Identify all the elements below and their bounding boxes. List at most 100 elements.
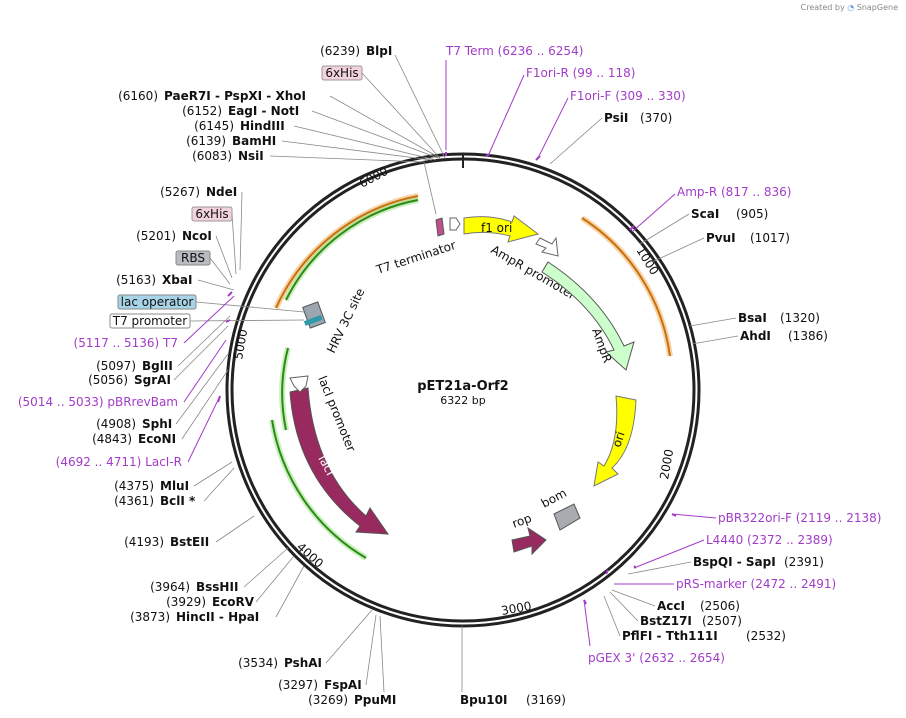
primer-f1ori-r: F1ori-R (99 .. 118): [526, 66, 635, 80]
site-bamhi-pos: (6139): [186, 134, 226, 148]
site-nsii-name: NsiI: [238, 149, 264, 163]
site-ecorv-name: EcoRV: [212, 595, 255, 609]
site-ahdi-pos: (1386): [788, 329, 828, 343]
laci-promoter-arrow: [289, 375, 309, 393]
site-sapi-pos: (2391): [784, 555, 824, 569]
site-bpu10i-pos: (3169): [526, 693, 566, 707]
site-ppumi-name: PpuMI: [354, 693, 396, 707]
snapgene-logo-icon: ◔: [847, 3, 855, 12]
bom-box: [553, 503, 581, 531]
laci-arrow: [289, 387, 389, 535]
primer-f1ori-f: F1ori-F (309 .. 330): [570, 89, 686, 103]
site-bcli-name: BclI *: [160, 494, 196, 508]
site-econi-name: EcoNI: [138, 432, 176, 446]
site-mlui-name: MluI: [160, 479, 189, 493]
site-psii-pos: (370): [640, 111, 672, 125]
rop-arrow: [511, 526, 547, 556]
site-xhoi-name: PaeR7I - PspXI - XhoI: [164, 89, 306, 103]
tick-2000: 2000: [657, 448, 676, 481]
site-bsshii-name: BssHII: [196, 580, 238, 594]
site-econi-pos: (4843): [92, 432, 132, 446]
tick-4000: 4000: [294, 540, 326, 571]
site-bpu10i-name: Bpu10I: [460, 693, 507, 707]
green-arc-bottom-core: [271, 419, 367, 559]
site-bsai-pos: (1320): [780, 311, 820, 325]
hrv-label: HRV 3C site: [324, 286, 367, 355]
site-bamhi-name: BamHI: [232, 134, 276, 148]
site-sapi-name: BspQI - SapI: [693, 555, 776, 569]
tag-rbs-text: RBS: [181, 251, 205, 265]
site-sgrai-name: SgrAI: [134, 373, 171, 387]
site-pvui-pos: (1017): [750, 231, 790, 245]
site-bsshii-pos: (3964): [150, 580, 190, 594]
site-fspai-name: FspAI: [324, 678, 362, 692]
f1-ori-arrow: [463, 215, 540, 243]
site-bstz17i-pos: (2507): [702, 614, 742, 628]
ampr-promoter-label: AmpR promoter: [489, 242, 579, 302]
orange-arc-right-core: [581, 217, 671, 357]
rop-label: rop: [510, 511, 533, 531]
site-ncoi-pos: (5201): [136, 229, 176, 243]
site-hpai-pos: (3873): [130, 610, 170, 624]
green-arc-left-core: [285, 199, 419, 301]
laci-promoter-label: lacI promoter: [315, 374, 358, 454]
site-bsteii-pos: (4193): [124, 535, 164, 549]
site-scai-pos: (905): [736, 207, 768, 221]
site-ahdi-name: AhdI: [740, 329, 771, 343]
site-scai-name: ScaI: [691, 207, 719, 221]
green-arc-short-core: [281, 347, 289, 431]
primer-t7: (5117 .. 5136) T7: [74, 336, 178, 350]
tag-6xhis-mid-text: 6xHis: [195, 207, 228, 221]
site-fspai-pos: (3297): [278, 678, 318, 692]
site-hpai-name: HincII - HpaI: [176, 610, 259, 624]
primer-prs-marker: pRS-marker (2472 .. 2491): [676, 577, 836, 591]
plasmid-name: pET21a-Orf2: [417, 379, 508, 394]
tag-lac-operator-text: lac operator: [121, 295, 194, 309]
primer-t7-term: T7 Term (6236 .. 6254): [445, 44, 583, 58]
snapgene-credit: Created by ◔ SnapGene: [801, 3, 898, 12]
f1-ori-label: f1 ori: [481, 221, 512, 235]
site-psii-name: PsiI: [604, 111, 628, 125]
credit-text: Created by: [800, 3, 845, 12]
tick-6000: 6000: [357, 164, 391, 191]
primer-amp-r: Amp-R (817 .. 836): [677, 185, 791, 199]
site-xbai-name: XbaI: [162, 273, 192, 287]
site-bglii-pos: (5097): [96, 359, 136, 373]
primer-pbrrevbam: (5014 .. 5033) pBRrevBam: [18, 395, 178, 409]
site-mlui-pos: (4375): [114, 479, 154, 493]
t7-terminator-mark: [435, 217, 445, 237]
site-sphi-name: SphI: [142, 417, 172, 431]
tick-3000: 3000: [500, 599, 533, 618]
site-bcli-pos: (4361): [114, 494, 154, 508]
site-tth111i-name: PflFI - Tth111I: [622, 629, 718, 643]
site-hindiii-pos: (6145): [194, 119, 234, 133]
site-acci-name: AccI: [657, 599, 685, 613]
primer-pgex3: pGEX 3' (2632 .. 2654): [588, 651, 725, 665]
tick-5000: 5000: [231, 328, 250, 361]
hrv-block-teal: [303, 315, 323, 326]
plasmid-length: 6322 bp: [440, 394, 485, 407]
primer-marks: [217, 152, 677, 605]
tag-6xhis-top-text: 6xHis: [325, 66, 358, 80]
ampr-promoter-arrow: [535, 236, 559, 257]
right-labels: T7 Term (6236 .. 6254) F1ori-R (99 .. 11…: [445, 44, 881, 707]
tag-t7-promoter-text: T7 promoter: [112, 314, 188, 328]
site-bglii-name: BglII: [142, 359, 173, 373]
site-pshai-pos: (3534): [238, 656, 278, 670]
site-noti-name: EagI - NotI: [228, 104, 299, 118]
primer-laci-r: (4692 .. 4711) LacI-R: [56, 455, 182, 469]
site-acci-pos: (2506): [700, 599, 740, 613]
site-ndei-pos: (5267): [160, 185, 200, 199]
site-bstz17i-name: BstZ17I: [640, 614, 692, 628]
t7-terminator-label: T7 terminator: [374, 238, 458, 277]
ampr-arrow: [541, 261, 635, 371]
ori-label: ori: [610, 430, 628, 449]
site-nsii-pos: (6083): [192, 149, 232, 163]
site-ndei-name: NdeI: [206, 185, 237, 199]
site-ecorv-pos: (3929): [166, 595, 206, 609]
site-blpi-pos: (6239): [320, 44, 360, 58]
site-hindiii-name: HindIII: [240, 119, 285, 133]
site-ncoi-name: NcoI: [182, 229, 212, 243]
site-pvui-name: PvuI: [706, 231, 736, 245]
